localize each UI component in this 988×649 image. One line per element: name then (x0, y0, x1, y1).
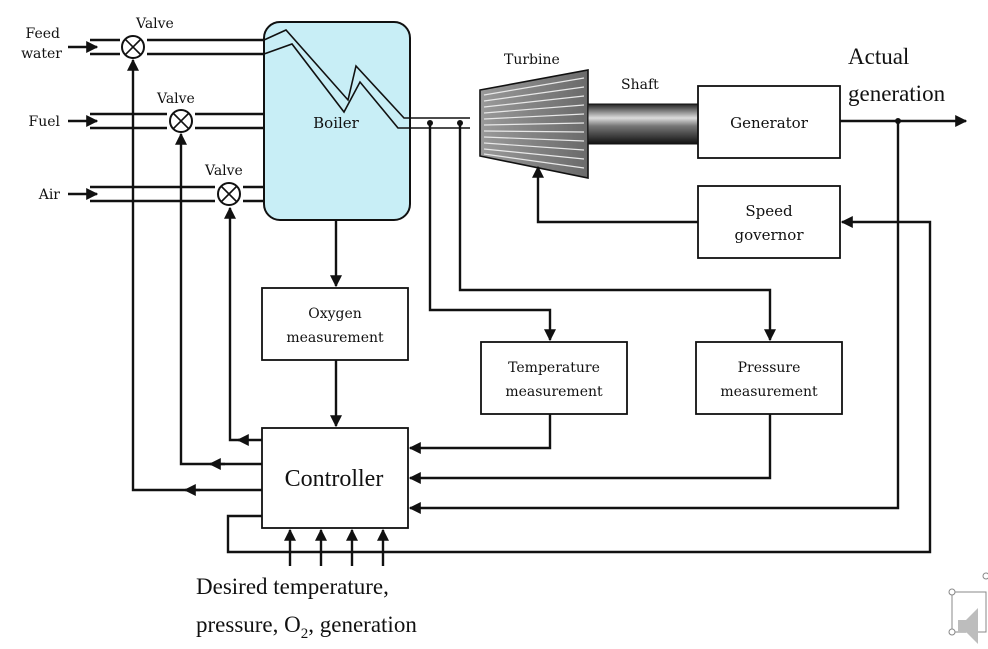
controller-to-fuel-valve-arrow (175, 132, 262, 466)
valve-fuel (169, 109, 193, 133)
temperature-label-2: measurement (505, 384, 603, 400)
air-label: Air (38, 187, 61, 203)
generation-to-controller-arrow (408, 121, 900, 514)
turbine (479, 69, 589, 179)
boiler-label: Boiler (313, 114, 360, 132)
desired-label-1: Desired temperature, (196, 574, 389, 599)
valve-air (217, 182, 241, 206)
steam-to-temperature-arrow (428, 123, 556, 342)
temperature-to-controller-arrow (408, 414, 552, 454)
temperature-label-1: Temperature (508, 360, 600, 376)
fuel-pipe (90, 112, 264, 130)
speaker-icon[interactable] (948, 572, 988, 644)
air-pipe (90, 185, 264, 203)
boiler-tube (263, 29, 470, 129)
pressure-measurement-box (695, 341, 843, 415)
valve-label-1: Valve (135, 16, 174, 32)
feed-label-2: water (21, 46, 62, 62)
actual-generation-label-2: generation (848, 81, 946, 106)
generator-box (697, 85, 841, 159)
steam-to-pressure-arrow (458, 123, 776, 342)
feed-label-1: Feed (26, 26, 61, 42)
shaft (587, 103, 699, 145)
shaft-label: Shaft (621, 77, 659, 93)
actual-generation-label-1: Actual (848, 44, 909, 69)
governor-to-turbine-arrow (532, 165, 698, 224)
generator-label: Generator (730, 114, 809, 132)
speed-governor-label-1: Speed (745, 202, 793, 220)
desired-label-2: pressure, O2, generation (196, 612, 417, 642)
turbine-label: Turbine (504, 52, 560, 68)
oxygen-measurement-box (261, 287, 409, 361)
valve-label-2: Valve (156, 91, 195, 107)
pressure-label-2: measurement (720, 384, 818, 400)
speed-governor-box (697, 185, 841, 259)
controller-to-air-valve-arrow (224, 206, 262, 442)
pressure-label-1: Pressure (738, 360, 801, 376)
speed-governor-label-2: governor (734, 226, 804, 244)
valve-label-3: Valve (204, 163, 243, 179)
controller-box (261, 427, 409, 529)
controller-to-feed-valve-arrow (127, 58, 262, 492)
oxygen-label-1: Oxygen (308, 306, 362, 322)
valve-feed (121, 35, 145, 59)
controller-to-governor-arrow (226, 216, 932, 554)
controller-label: Controller (285, 466, 384, 492)
feed-water-pipe (90, 38, 270, 56)
temperature-measurement-box (480, 341, 628, 415)
oxygen-label-2: measurement (286, 330, 384, 346)
pressure-to-controller-arrow (408, 414, 772, 484)
fuel-label: Fuel (29, 114, 61, 130)
